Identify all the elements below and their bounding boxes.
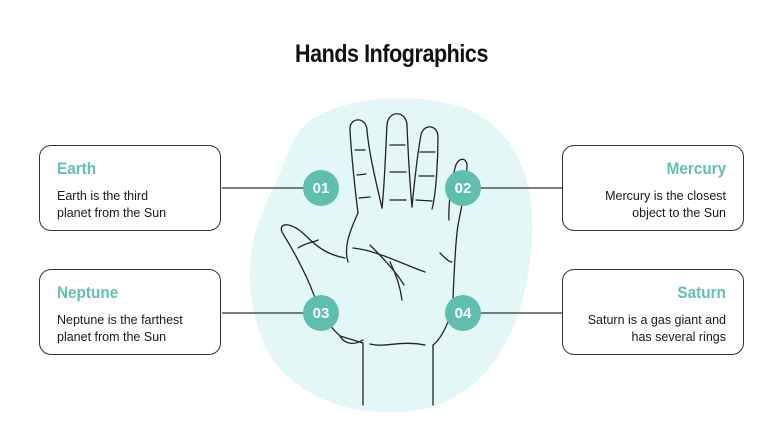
card-heading: Mercury <box>666 159 726 178</box>
card-description: Neptune is the farthest planet from the … <box>57 312 217 346</box>
badge-02: 02 <box>445 170 481 206</box>
card-description: Earth is the third planet from the Sun <box>57 188 217 222</box>
card-description-line: object to the Sun <box>632 206 726 220</box>
badge-01: 01 <box>303 170 339 206</box>
card-mercury: Mercury Mercury is the closest object to… <box>562 145 744 231</box>
page-title: Hands Infographics <box>295 40 488 68</box>
hand-outline <box>280 113 468 406</box>
badge-03: 03 <box>303 295 339 331</box>
card-heading: Neptune <box>57 283 119 302</box>
card-description-line: planet from the Sun <box>57 206 167 220</box>
card-earth: Earth Earth is the third planet from the… <box>39 145 221 231</box>
badge-04: 04 <box>445 295 481 331</box>
card-heading: Earth <box>57 159 97 178</box>
card-description-line: Earth is the third <box>57 189 149 203</box>
card-description-line: planet from the Sun <box>57 330 167 344</box>
card-description: Mercury is the closest object to the Sun <box>566 188 726 222</box>
card-description-line: Neptune is the farthest <box>57 313 183 327</box>
card-description-line: has several rings <box>631 330 727 344</box>
card-saturn: Saturn Saturn is a gas giant and has sev… <box>562 269 744 355</box>
card-description-line: Mercury is the closest <box>605 189 726 203</box>
card-description-line: Saturn is a gas giant and <box>587 313 726 327</box>
card-neptune: Neptune Neptune is the farthest planet f… <box>39 269 221 355</box>
card-heading: Saturn <box>677 283 726 302</box>
card-description: Saturn is a gas giant and has several ri… <box>566 312 726 346</box>
